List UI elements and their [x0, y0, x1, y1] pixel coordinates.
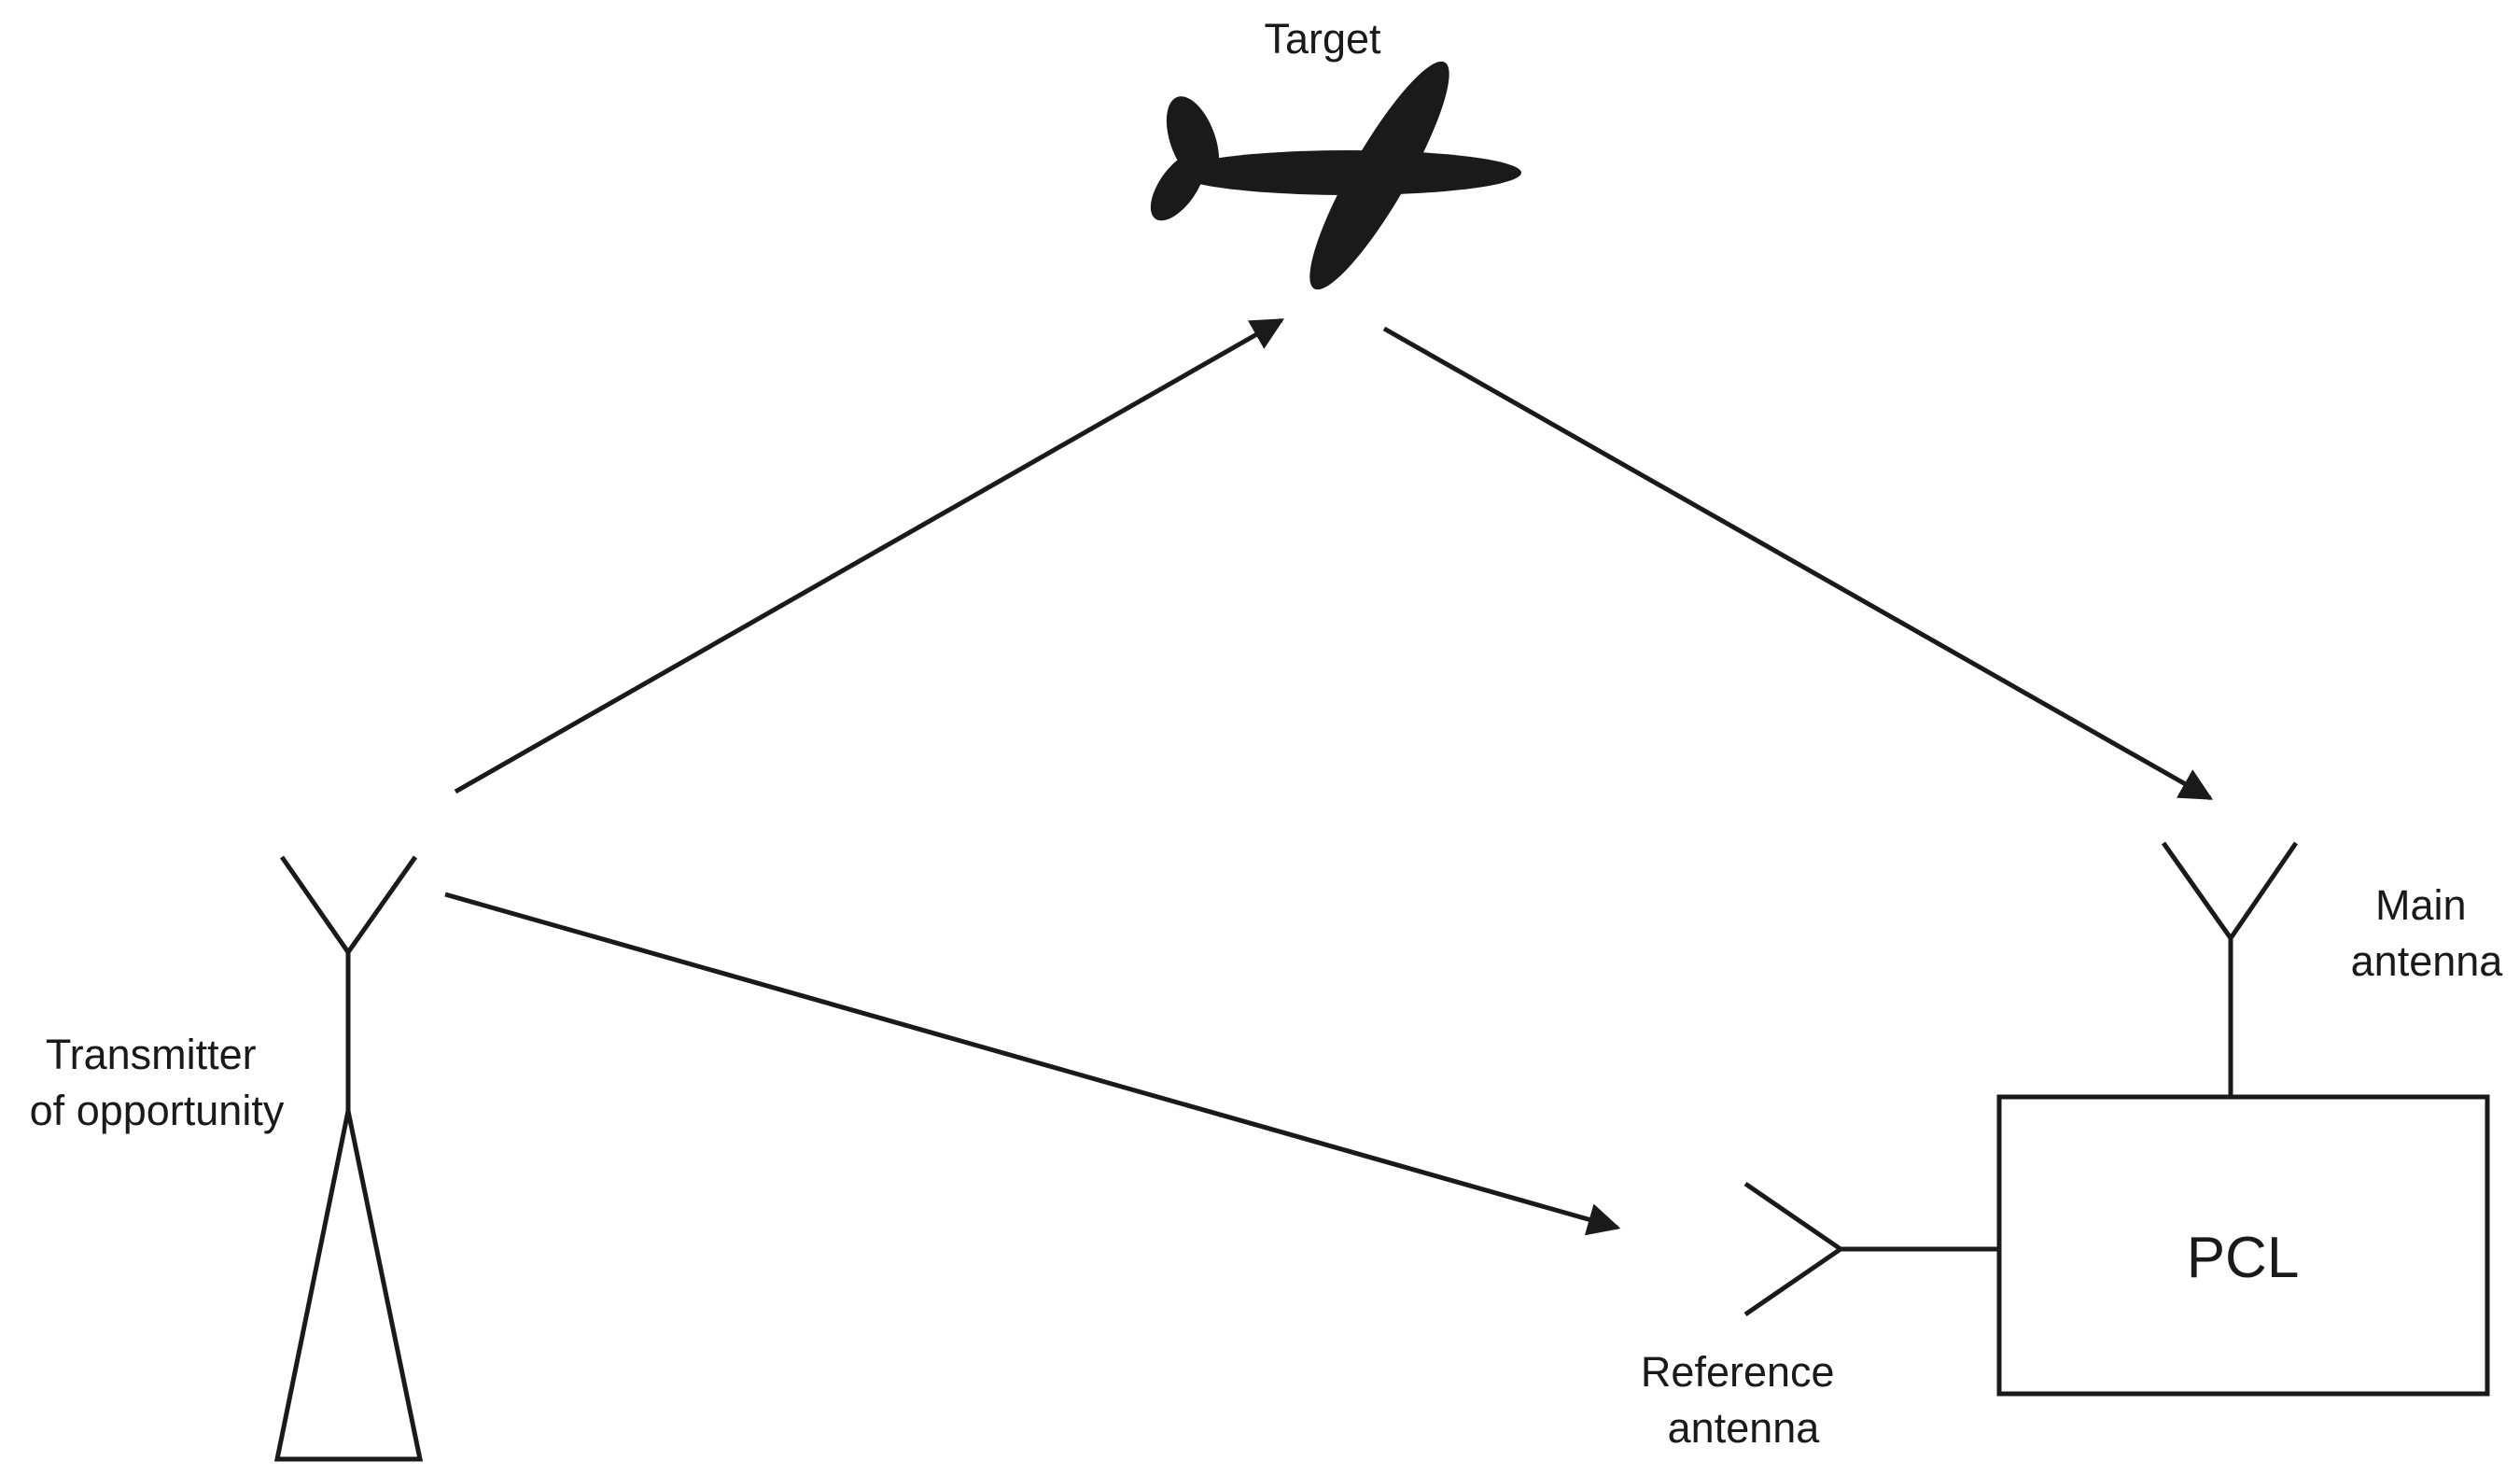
main-antenna-label-line2: antenna [2351, 937, 2504, 985]
main-antenna-icon [2161, 841, 2299, 1097]
reference-antenna-label-line2: antenna [1668, 1404, 1821, 1452]
pcl-box [1996, 1094, 2490, 1397]
reference-antenna-label-line1: Reference [1641, 1348, 1835, 1396]
reference-antenna-icon [1743, 1181, 1999, 1317]
transmitter-label-line2: of opportunity [30, 1087, 285, 1134]
main-antenna-label: Main antenna [2351, 881, 2504, 985]
airplane-icon [1150, 61, 1521, 290]
antenna-tower-icon [273, 855, 424, 1462]
target-label: Target [1264, 15, 1381, 63]
reference-antenna-label: Reference antenna [1641, 1348, 1846, 1452]
transmitter-label: Transmitter of opportunity [30, 1031, 285, 1134]
arrow-transmitter-to-target [454, 317, 1285, 794]
main-antenna-label-line1: Main [2375, 881, 2467, 929]
transmitter-label-line1: Transmitter [46, 1031, 257, 1078]
arrow-target-to-main-antenna [1382, 326, 2214, 801]
pcl-box-label: PCL [2187, 1226, 2300, 1290]
arrow-transmitter-to-reference [444, 892, 1621, 1236]
